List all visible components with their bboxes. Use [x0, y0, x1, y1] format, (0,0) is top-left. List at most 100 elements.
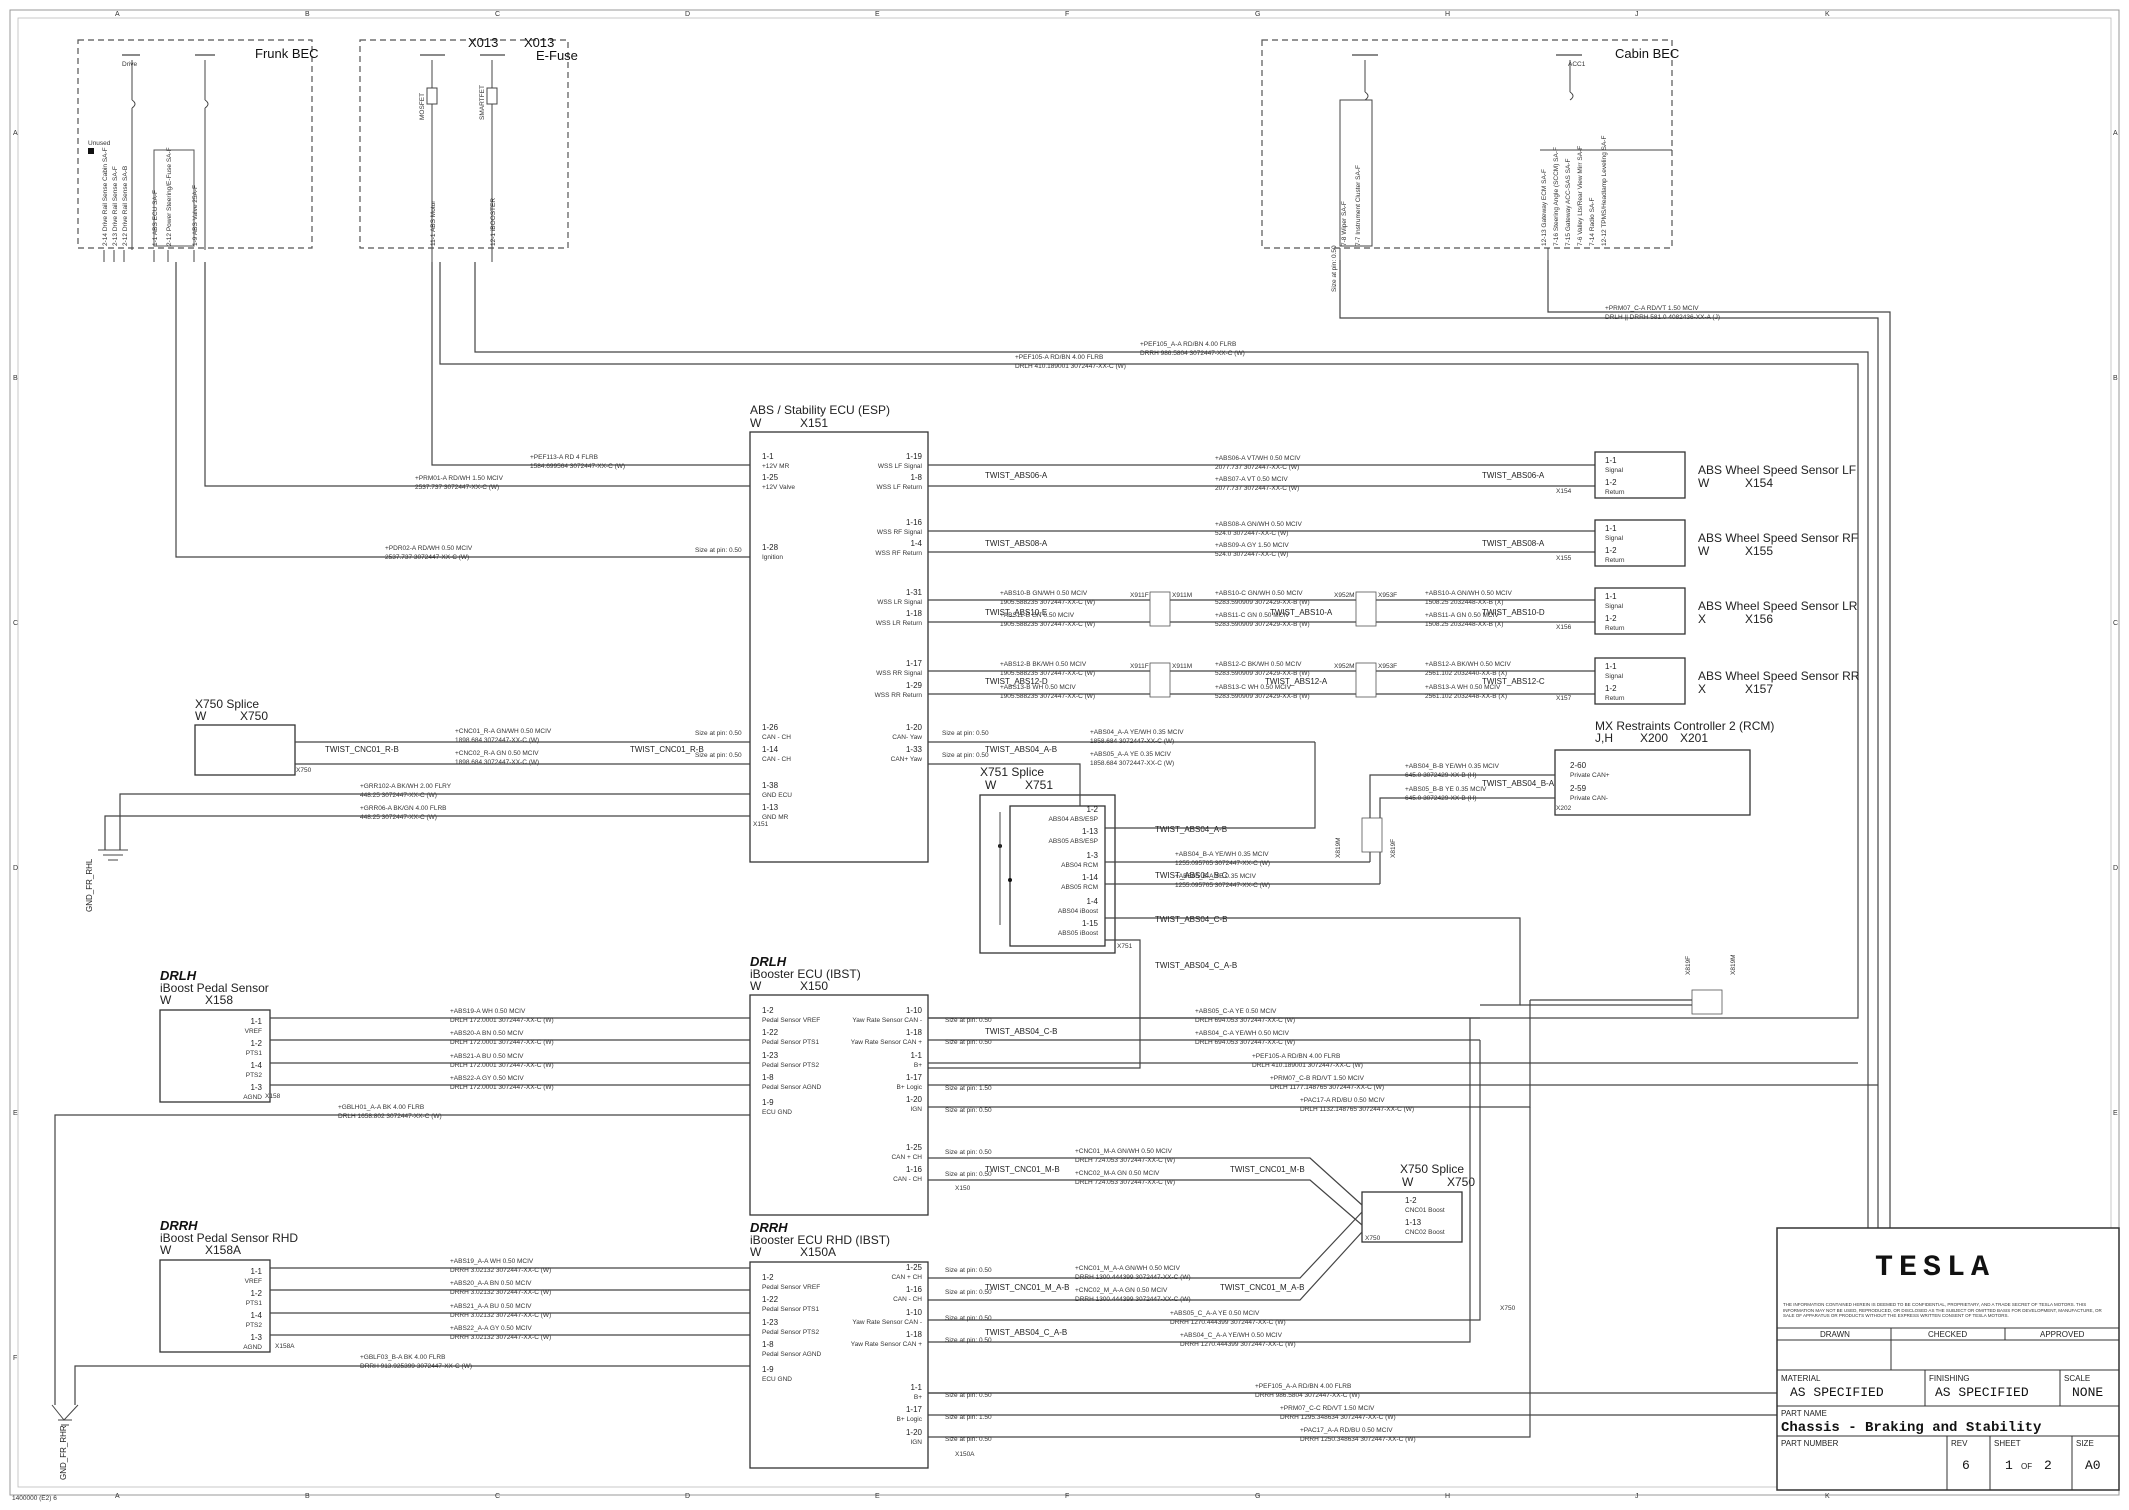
abs-left-wire: +PRM01-A RD/WH 1.50 MCIV: [415, 475, 504, 482]
abs-ecu-pins: 1-1+12V MR1-25+12V Valve1-28Ignition1-26…: [695, 452, 989, 821]
title-block: TESLA THE INFORMATION CONTAINED HEREIN I…: [1776, 1227, 2120, 1491]
grid-col-label: G: [1255, 11, 1260, 18]
pin-number: 1-28: [762, 543, 779, 552]
wire-label: DRRH 1250.348634 3072447-XX-C (W): [1300, 1436, 1416, 1443]
svg-text:+GBLH01_A-A BK 4.00 FLRB: +GBLH01_A-A BK 4.00 FLRB: [338, 1104, 424, 1111]
wire-label: +ABS10-C GN/WH 0.50 MCIV: [1215, 590, 1303, 597]
size-value: A0: [2085, 1458, 2101, 1473]
twist-abs04-a-b-2: TWIST_ABS04_A-B: [985, 745, 1057, 754]
wire-label: DRRH 1295.348634 3072447-XX-C (W): [1280, 1414, 1396, 1421]
confidential-notice: THE INFORMATION CONTAINED HEREIN IS DEEM…: [1783, 1302, 2102, 1318]
inline-connector-icon: [1149, 662, 1171, 698]
grid-col-label: D: [685, 1493, 690, 1500]
wire-label: +ABS20_A-A BN 0.50 MCIV: [450, 1280, 532, 1287]
sensor-conn: X156: [1745, 612, 1773, 626]
inline-connector-icon: [1691, 989, 1723, 1015]
pin-label: CAN + CH: [891, 1154, 922, 1161]
pin-number: 1-1: [910, 1051, 922, 1060]
cabin-fuse-block-left: [1339, 99, 1373, 247]
abs-ecu-box: [749, 431, 929, 863]
pin-number: 1-17: [906, 1073, 923, 1082]
wire-label: 524.0 3072447-XX-C (W): [1215, 551, 1288, 558]
inline-label: X819M: [1730, 954, 1737, 975]
inline-label: X819F: [1685, 956, 1692, 975]
x751-box: [1009, 805, 1106, 947]
grid-col-label: K: [1825, 1493, 1830, 1500]
wire-label: 5283.590909 3072429-XX-B (W): [1215, 693, 1310, 700]
pin-number: 1-13: [762, 803, 779, 812]
pin-label: ECU GND: [762, 1376, 792, 1383]
twist-cnc01-m-a-b-2: TWIST_CNC01_M_A-B: [1220, 1283, 1304, 1292]
pin-number: 1-16: [906, 1285, 923, 1294]
wire-label: DRLH 172.0001 3072447-XX-C (W): [450, 1017, 554, 1024]
pin-number: 1-1: [762, 452, 774, 461]
pin-number: 1-4: [1086, 897, 1098, 906]
part-name-label: PART NAME: [1781, 1409, 1827, 1418]
sensor-box: [1594, 451, 1686, 499]
pin-label: Pedal Sensor PTS1: [762, 1306, 819, 1313]
twist-cnc01-m-b-1: TWIST_CNC01_M-B: [985, 1165, 1060, 1174]
grid-col-label: C: [495, 1493, 500, 1500]
pin-number: 1-31: [906, 588, 923, 597]
pin-label: PTS1: [246, 1300, 263, 1307]
pin-number: 1-23: [762, 1051, 779, 1060]
grid-col-label: K: [1825, 11, 1830, 18]
pin-label: Return: [1605, 695, 1625, 702]
drlh-ecu-type: W: [750, 979, 762, 993]
pin-number: 1-8: [910, 473, 922, 482]
twist-abs10-a: TWIST_ABS10-A: [1270, 608, 1333, 617]
wire-label: +ABS10-A GN/WH 0.50 MCIV: [1425, 590, 1513, 597]
pin-label: Pedal Sensor PTS1: [762, 1039, 819, 1046]
grid-row-label: D: [2113, 865, 2118, 872]
drrh-ecu-tag: DRRH: [750, 1220, 788, 1235]
grid-col-label: E: [875, 1493, 880, 1500]
pin-label: CAN + CH: [891, 1274, 922, 1281]
pin-label: CAN - CH: [762, 734, 791, 741]
wire-label: 645.0 3072429-XX-B (H): [1405, 772, 1477, 779]
pin-label: IGN: [910, 1439, 922, 1446]
pin-label: ABS04 ABS/ESP: [1048, 816, 1098, 823]
twist-abs06-a: TWIST_ABS06-A: [985, 471, 1048, 480]
wire-label: +ABS13-B WH 0.50 MCIV: [1000, 684, 1076, 691]
grid-col-label: H: [1445, 1493, 1450, 1500]
twist-cnc01-r-b-left: TWIST_CNC01_R-B: [325, 745, 399, 754]
twist-cnc01-r-b-right: TWIST_CNC01_R-B: [630, 745, 704, 754]
inline-connector-icon: [1149, 591, 1171, 627]
wire-label: DRRH 3.02132 3072447-XX-C (W): [450, 1289, 551, 1296]
wire-label: +ABS13-A WH 0.50 MCIV: [1425, 684, 1501, 691]
size-note: Size at pin: 0.50: [945, 1171, 992, 1178]
pin-number: 1-1: [910, 1383, 922, 1392]
pin-label: ABS05 ABS/ESP: [1048, 838, 1098, 845]
wire-pef105-a: [474, 262, 1869, 1394]
pin-label: Signal: [1605, 673, 1624, 680]
wire-label: 1858.684 3072447-XX-C (W): [1090, 738, 1174, 745]
drlh-ecu-tag: DRLH: [750, 954, 787, 969]
pin-label: WSS RR Return: [875, 692, 923, 699]
pin-number: 1-2: [1605, 478, 1617, 487]
pin-label: WSS LF Return: [876, 484, 922, 491]
svg-text:DRLH || DRRH 581.0 4082436: DRLH || DRRH 581.0 4082436-XX-A (J): [1605, 314, 1720, 321]
pin-number: 1-38: [762, 781, 779, 790]
wire: [928, 1107, 1531, 1438]
wire-label: +ABS04_B-B YE/WH 0.35 MCIV: [1405, 763, 1500, 770]
frunk-pin: 2-12 Power Steering/E-Fuse SA-F: [166, 147, 173, 246]
inline-connector-icon: [1355, 662, 1377, 698]
grid-row-label: B: [2113, 375, 2118, 382]
finishing-label: FINISHING: [1929, 1374, 1969, 1383]
abs-left-wire: +CNC01_R-A GN/WH 0.50 MCIV: [455, 728, 552, 735]
cabin-pin-left: 7-8 Wiper SA-F: [1341, 201, 1348, 246]
svg-text:+PEF105_A-A RD/BN 4.00 F: +PEF105_A-A RD/BN 4.00 FLRB: [1140, 341, 1236, 348]
inline-label: X952M: [1334, 592, 1355, 599]
pin-label: Pedal Sensor VREF: [762, 1284, 820, 1291]
rev-value: 6: [1962, 1458, 1970, 1473]
wire-label: 1255.095705 3072447-XX-C (W): [1175, 882, 1270, 889]
pin-label: VREF: [245, 1278, 262, 1285]
wire-label: 1905.588235 3072447-XX-C (W): [1000, 693, 1095, 700]
pin-number: 1-18: [906, 1028, 923, 1037]
sensor-type: W: [1698, 476, 1710, 490]
pin-number: 1-8: [762, 1073, 774, 1082]
pin-number: 1-10: [906, 1308, 923, 1317]
wire-label: +PEF105-A RD/BN 4.00 FLRB: [1252, 1053, 1340, 1060]
